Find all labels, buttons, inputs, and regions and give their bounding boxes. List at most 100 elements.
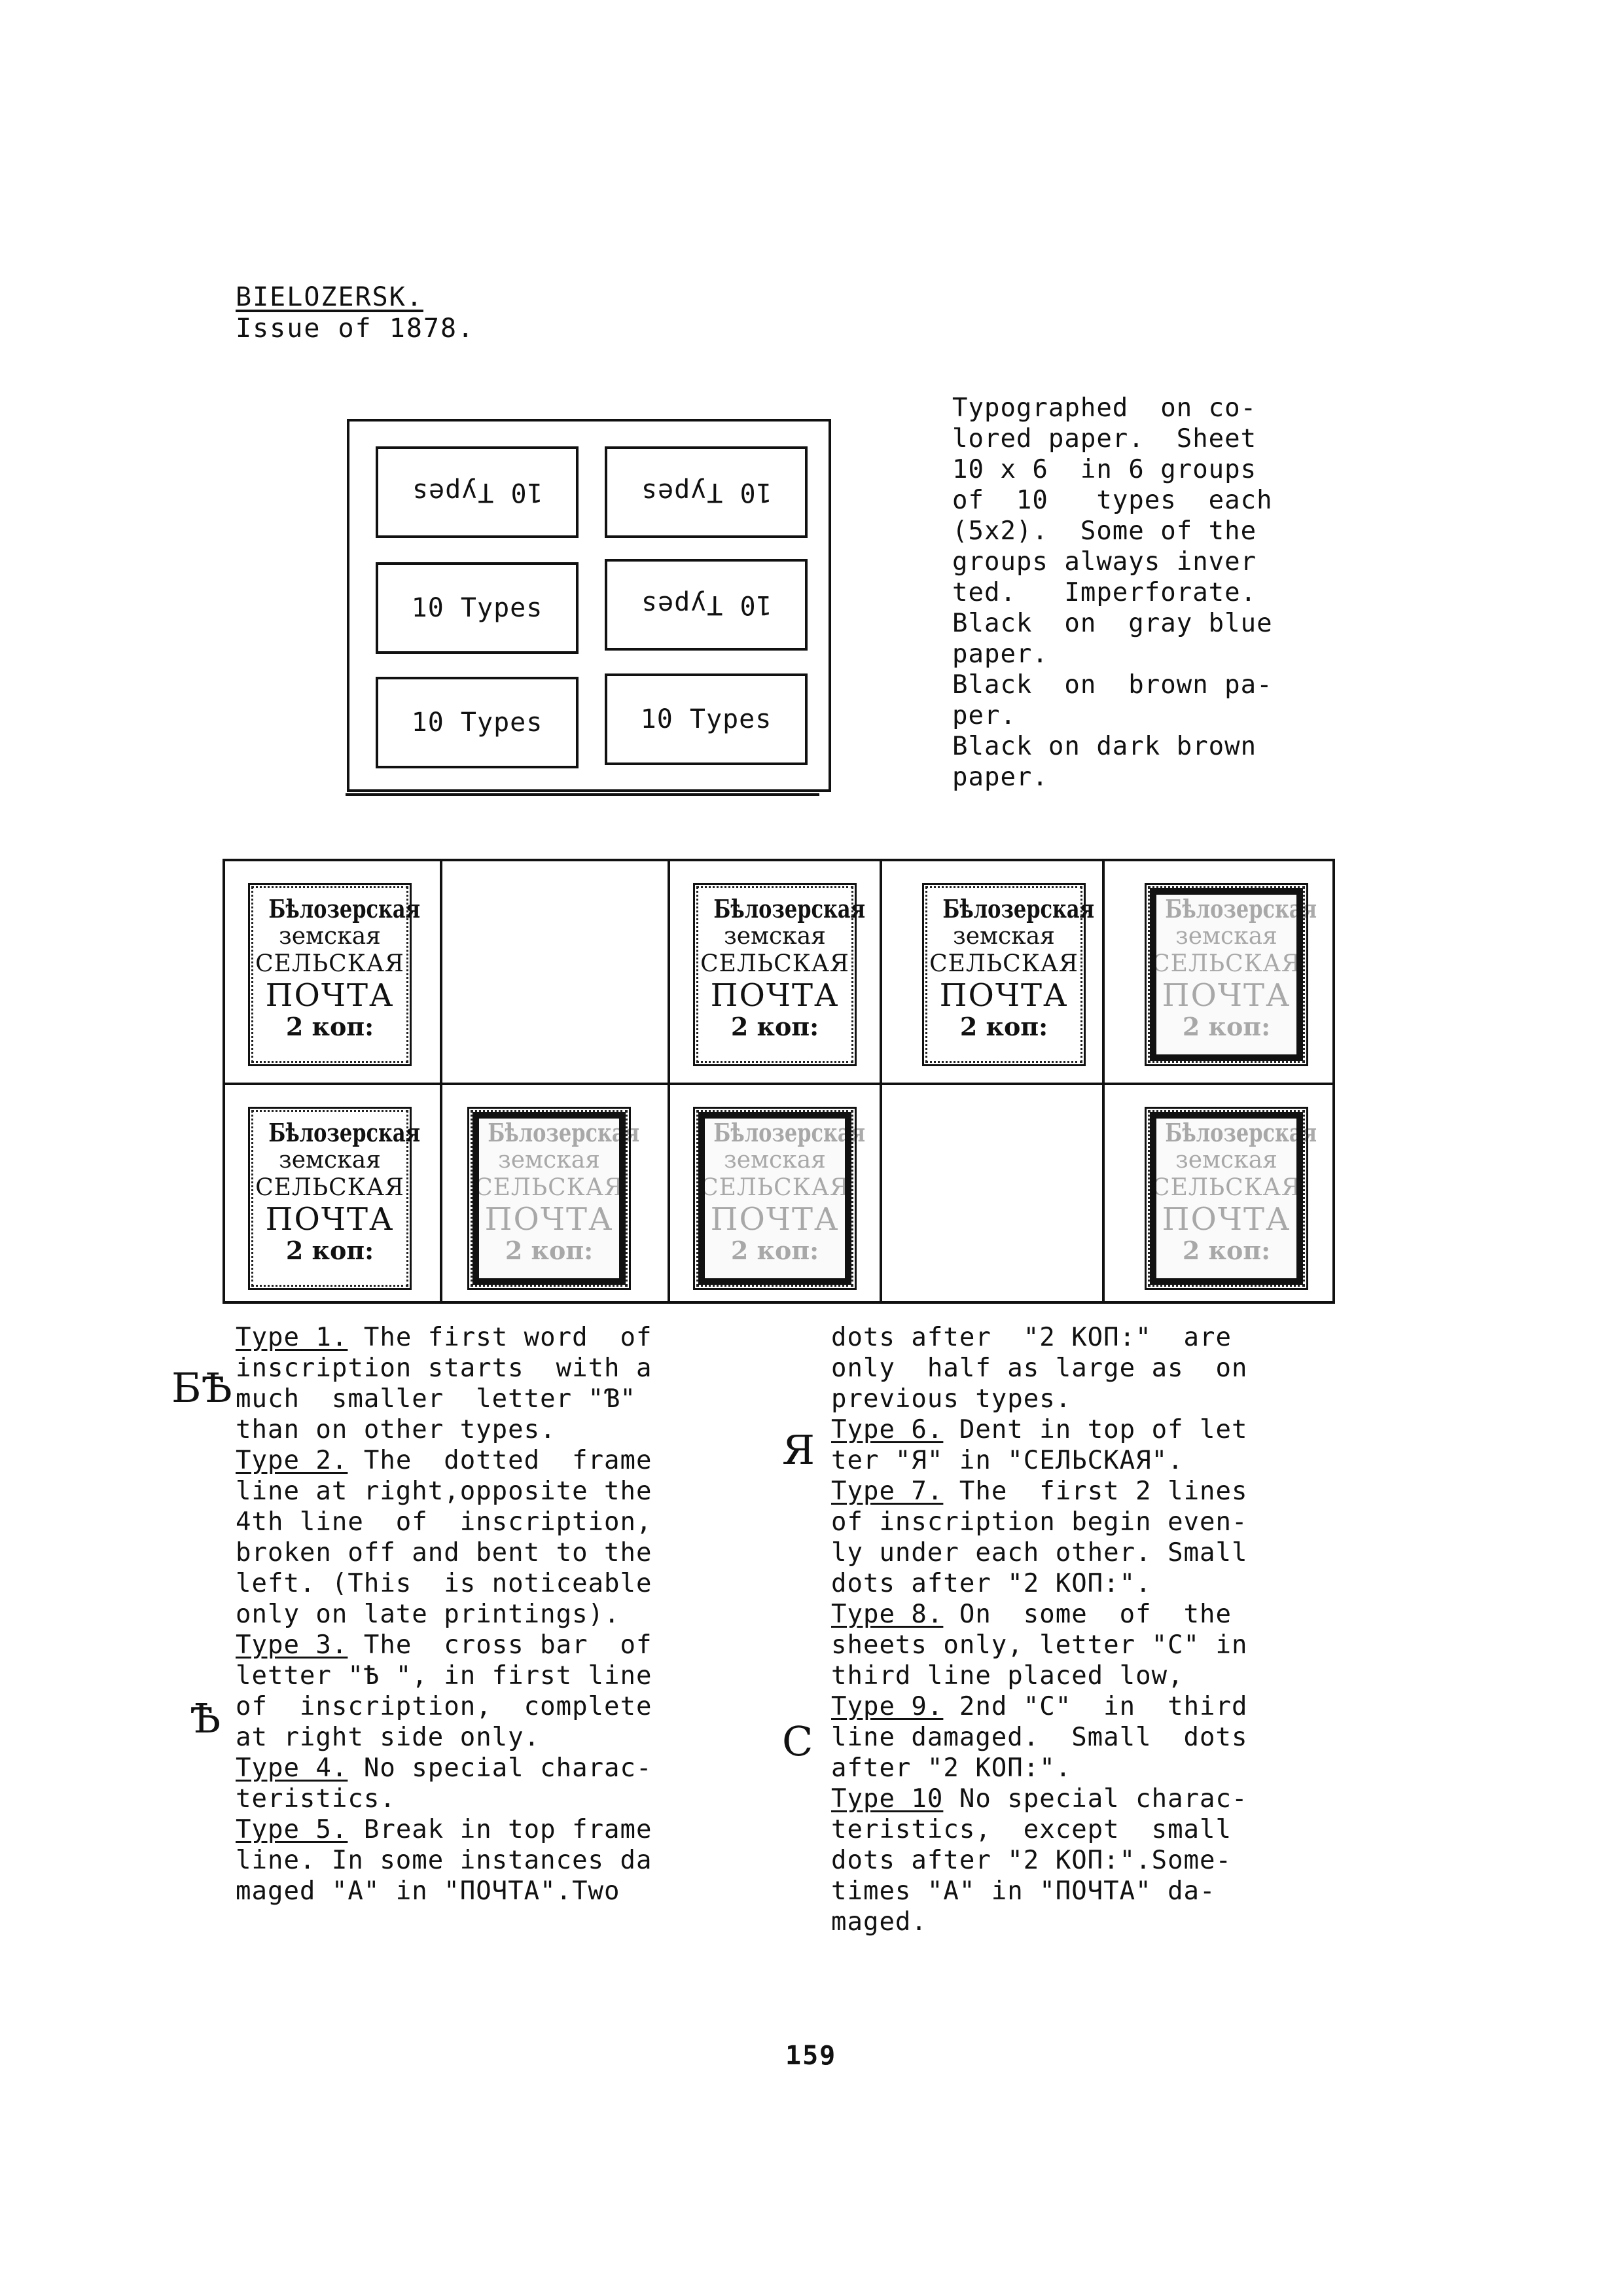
text-line: letter "Ѣ ", in first line bbox=[236, 1660, 733, 1691]
line-text: dots after "2 КОП:".Some- bbox=[831, 1846, 1232, 1875]
text-line: previous types. bbox=[831, 1384, 1342, 1414]
stamp-text: 2 коп: bbox=[285, 1236, 374, 1265]
text-line: third line placed low, bbox=[831, 1660, 1342, 1691]
text-line: inscription starts with a bbox=[236, 1353, 733, 1384]
margin-glyph: БѢ bbox=[171, 1364, 232, 1412]
margin-glyph: Я bbox=[782, 1426, 815, 1474]
stamp-text: ПОЧТА bbox=[710, 1201, 840, 1238]
stamp-text: 2 коп: bbox=[1182, 1012, 1271, 1041]
sheet-diagram: 10 Types 10 Types 10 Types 10 Types 10 T… bbox=[346, 419, 831, 796]
stamp-text: СЕЛЬСКАЯ bbox=[700, 1174, 849, 1201]
line-text: times "A" in "ПОЧТА" da- bbox=[831, 1876, 1216, 1906]
stamp-text: земская bbox=[1175, 923, 1277, 950]
stamp-text: СЕЛЬСКАЯ bbox=[700, 950, 849, 977]
heading: BIELOZERSK. Issue of 1878. bbox=[236, 281, 474, 344]
stamp-text: ПОЧТА bbox=[939, 977, 1069, 1014]
stamp-text: Бѣлозерская bbox=[1165, 894, 1317, 924]
line-text: after "2 КОП:". bbox=[831, 1753, 1072, 1783]
margin-glyph: С bbox=[782, 1717, 813, 1765]
line-text: only half as large as on bbox=[831, 1354, 1248, 1383]
text-line: Type 3. The cross bar of bbox=[236, 1630, 733, 1660]
description-line: (5x2). Some of the bbox=[952, 516, 1257, 546]
stamp-text: СЕЛЬСКАЯ bbox=[474, 1174, 624, 1201]
type-heading: Type 4. bbox=[236, 1753, 348, 1783]
stamp-text: СЕЛЬСКАЯ bbox=[255, 950, 404, 977]
text-line: at right side only. bbox=[236, 1722, 733, 1753]
line-text: third line placed low, bbox=[831, 1661, 1184, 1691]
line-text: sheets only, letter "C" in bbox=[831, 1630, 1248, 1660]
stamp-text: Бѣлозерская bbox=[268, 894, 421, 924]
stamp-text: 2 коп: bbox=[959, 1012, 1048, 1041]
text-line: ter "Я" in "СЕЛЬСКАЯ". bbox=[831, 1445, 1342, 1476]
type-heading: Type 10 bbox=[831, 1784, 944, 1814]
sheet-group: 10 Types bbox=[605, 446, 808, 538]
text-line: only on late printings). bbox=[236, 1599, 733, 1630]
line-text: of inscription begin even- bbox=[831, 1507, 1248, 1537]
line-text: left. (This is noticeable bbox=[236, 1569, 652, 1598]
text-line: dots after "2 КОП:" are bbox=[831, 1322, 1342, 1353]
text-line: Type 8. On some of the bbox=[831, 1599, 1342, 1630]
sheet-group: 10 Types bbox=[376, 562, 579, 654]
stamp-text: земская bbox=[279, 1147, 381, 1174]
text-line: line. In some instances da bbox=[236, 1845, 733, 1876]
line-text: maged "A" in "ПОЧТА".Two bbox=[236, 1876, 620, 1906]
line-text: letter "Ѣ ", in first line bbox=[236, 1661, 652, 1691]
type-heading: Type 5. bbox=[236, 1815, 348, 1844]
text-line: sheets only, letter "C" in bbox=[831, 1630, 1342, 1660]
description-line: groups always inver bbox=[952, 547, 1257, 577]
stamp-text: земская bbox=[1175, 1147, 1277, 1174]
text-line: Type 6. Dent in top of let bbox=[831, 1414, 1342, 1445]
line-text: No special charac- bbox=[348, 1753, 652, 1783]
line-text: 4th line of inscription, bbox=[236, 1507, 652, 1537]
text-line: maged. bbox=[831, 1907, 1342, 1937]
text-line: dots after "2 КОП:". bbox=[831, 1568, 1342, 1599]
line-text: The dotted frame bbox=[348, 1446, 652, 1475]
stamp-text: СЕЛЬСКАЯ bbox=[255, 1174, 404, 1201]
line-text: much smaller letter "Ɓ" bbox=[236, 1384, 636, 1414]
stamp-text: ПОЧТА bbox=[265, 1201, 395, 1238]
text-line: Type 1. The first word of bbox=[236, 1322, 733, 1353]
stamp-text: ПОЧТА bbox=[710, 977, 840, 1014]
line-text: dots after "2 КОП:" are bbox=[831, 1323, 1232, 1352]
margin-glyph: Ѣ bbox=[190, 1695, 221, 1742]
sheet-group: 10 Types bbox=[605, 673, 808, 765]
description-line: ted. Imperforate. bbox=[952, 578, 1257, 607]
line-text: The first 2 lines bbox=[943, 1477, 1248, 1506]
text-line: broken off and bent to the bbox=[236, 1537, 733, 1568]
line-text: line. In some instances da bbox=[236, 1846, 652, 1875]
text-line: Type 2. The dotted frame bbox=[236, 1445, 733, 1476]
line-text: than on other types. bbox=[236, 1415, 556, 1444]
stamp-text: Бѣлозерская bbox=[268, 1118, 421, 1147]
line-text: at right side only. bbox=[236, 1723, 541, 1752]
stamp-text: Бѣлозерская bbox=[1165, 1118, 1317, 1147]
text-line: of inscription begin even- bbox=[831, 1507, 1342, 1537]
text-line: after "2 КОП:". bbox=[831, 1753, 1342, 1784]
line-text: maged. bbox=[831, 1907, 927, 1937]
description-line: Black on brown pa- bbox=[952, 670, 1273, 700]
text-line: Type 5. Break in top frame bbox=[236, 1814, 733, 1845]
text-line: left. (This is noticeable bbox=[236, 1568, 733, 1599]
type-heading: Type 9. bbox=[831, 1692, 944, 1721]
line-text: teristics, except small bbox=[831, 1815, 1232, 1844]
stamp-text: ПОЧТА bbox=[265, 977, 395, 1014]
stamp-text: земская bbox=[498, 1147, 600, 1174]
line-text: dots after "2 КОП:". bbox=[831, 1569, 1152, 1598]
stamp-text: 2 коп: bbox=[505, 1236, 594, 1265]
text-line: much smaller letter "Ɓ" bbox=[236, 1384, 733, 1414]
stamp-text: ПОЧТА bbox=[1162, 977, 1291, 1014]
description-line: lored paper. Sheet bbox=[952, 424, 1257, 454]
sheet-group: 10 Types bbox=[605, 559, 808, 651]
stamp-text: Бѣлозерская bbox=[488, 1118, 640, 1147]
description-line: Black on dark brown bbox=[952, 732, 1257, 761]
line-text: of inscription, complete bbox=[236, 1692, 652, 1721]
stamp-text: земская bbox=[724, 923, 826, 950]
text-line: of inscription, complete bbox=[236, 1691, 733, 1722]
line-text: The first word of bbox=[348, 1323, 652, 1352]
stamp-text: СЕЛЬСКАЯ bbox=[1152, 1174, 1301, 1201]
